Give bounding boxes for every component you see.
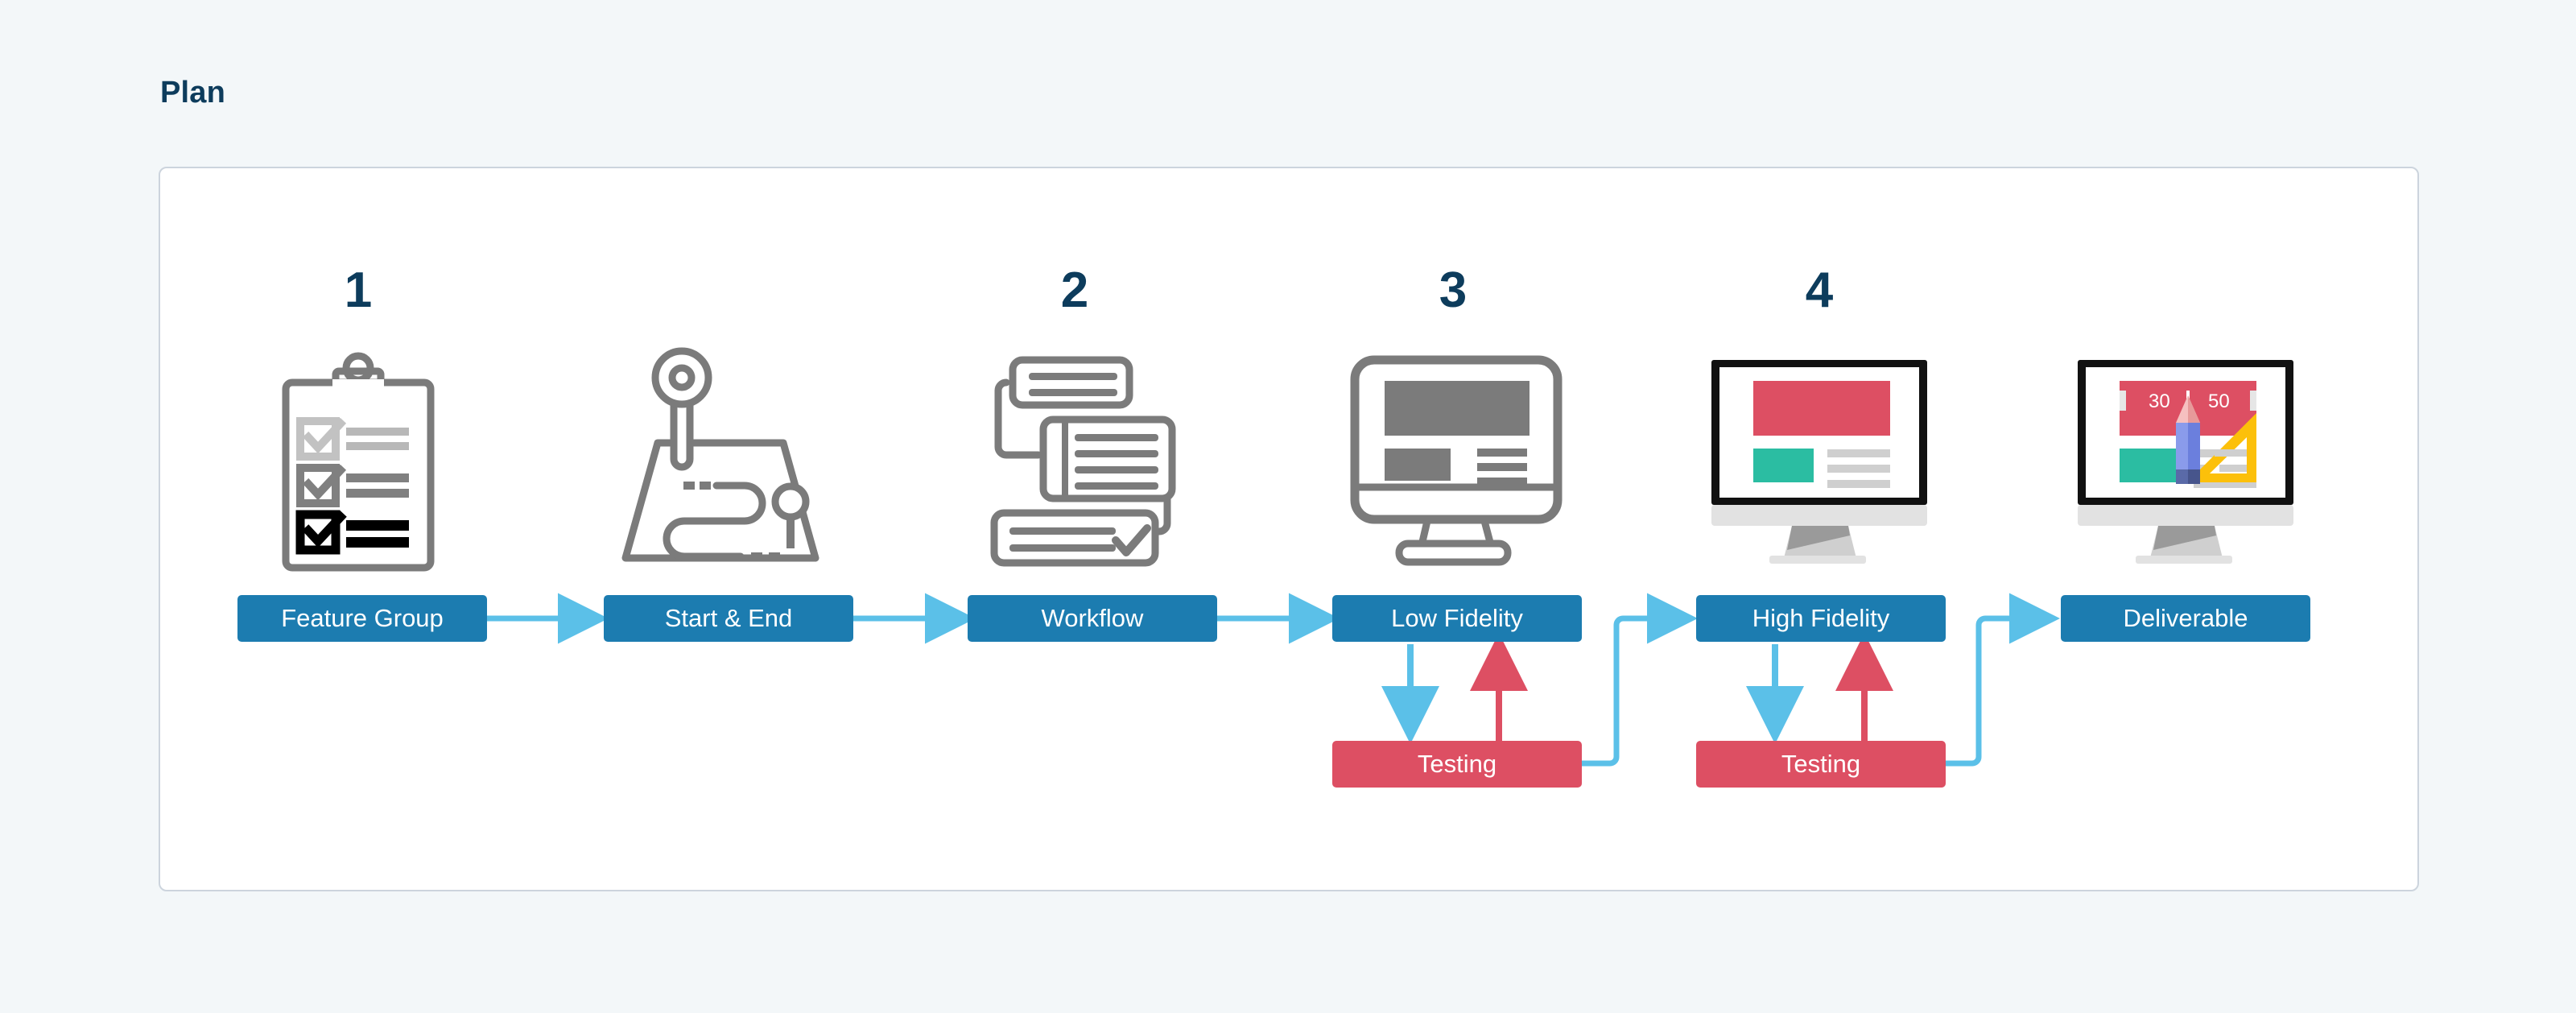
ruler-label-30: 30 xyxy=(2149,391,2170,412)
route-map-pin-icon xyxy=(600,342,841,572)
flow-box-workflow[interactable]: Workflow xyxy=(968,595,1217,642)
step-number-1: 1 xyxy=(344,263,373,318)
colored-monitor-icon xyxy=(1699,342,1940,572)
ruler-label-50: 50 xyxy=(2208,391,2230,412)
flow-box-high-fidelity[interactable]: High Fidelity xyxy=(1696,595,1946,642)
wireframe-monitor-icon xyxy=(1328,342,1570,572)
flow-box-low-fidelity[interactable]: Low Fidelity xyxy=(1332,595,1582,642)
flow-box-start-and-end[interactable]: Start & End xyxy=(604,595,853,642)
step-number-4: 4 xyxy=(1805,263,1834,318)
flow-box-testing-2[interactable]: Testing xyxy=(1696,741,1946,788)
step-number-2: 2 xyxy=(1060,263,1089,318)
page-title: Plan xyxy=(160,76,226,110)
design-tools-monitor-icon: 30 50 xyxy=(2065,342,2306,572)
flow-box-deliverable[interactable]: Deliverable xyxy=(2061,595,2310,642)
step-number-3: 3 xyxy=(1439,263,1468,318)
stacked-cards-flow-icon xyxy=(958,342,1199,572)
diagram-card xyxy=(159,167,2419,891)
flow-box-feature-group[interactable]: Feature Group xyxy=(237,595,487,642)
flow-box-testing-1[interactable]: Testing xyxy=(1332,741,1582,788)
clipboard-checklist-icon xyxy=(237,342,479,572)
